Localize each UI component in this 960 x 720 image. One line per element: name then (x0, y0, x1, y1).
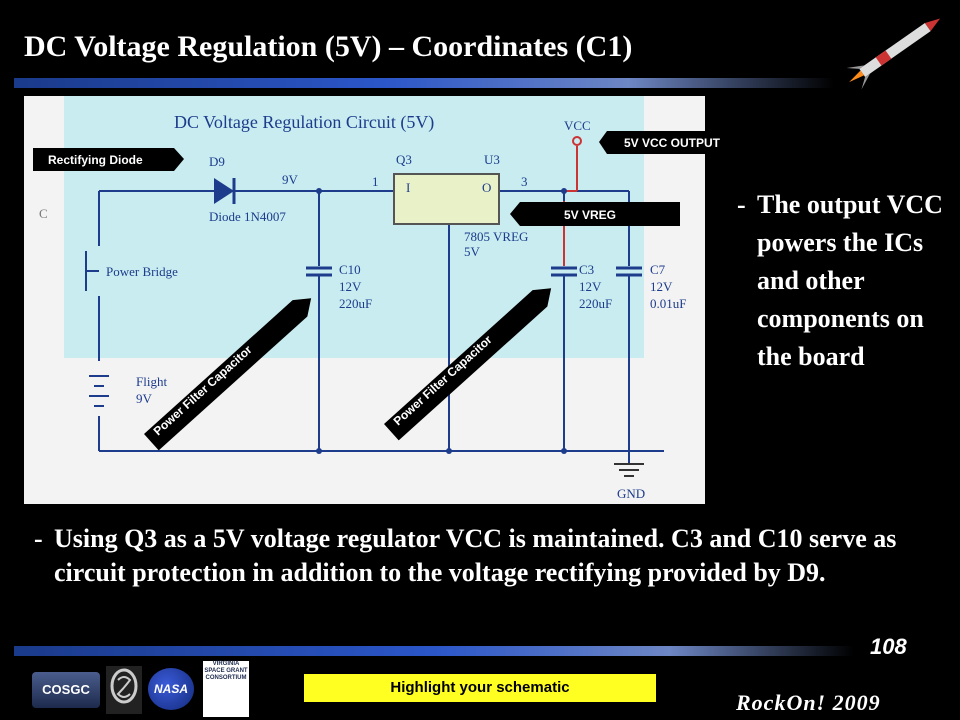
bottom-bullet-dash: - (34, 524, 43, 553)
label-pin-i: I (406, 180, 410, 195)
bottom-divider-bar (14, 646, 854, 656)
callout-rectifying-diode: Rectifying Diode (48, 153, 143, 167)
cosgc-logo: COSGC (32, 672, 100, 708)
right-bullet: - The output VCC powers the ICs and othe… (737, 186, 952, 376)
bottom-bullet-text: Using Q3 as a 5V voltage regulator VCC i… (54, 524, 897, 587)
page-number: 108 (870, 634, 907, 659)
schematic-heading: DC Voltage Regulation Circuit (5V) (174, 112, 434, 133)
label-c3-val: 220uF (579, 296, 612, 311)
callout-vcc-output: 5V VCC OUTPUT (624, 136, 721, 150)
label-c10-name: C10 (339, 262, 361, 277)
virginia-space-grant-logo: VIRGINIA SPACE GRANT CONSORTIUM (203, 661, 249, 717)
label-q3: Q3 (396, 152, 412, 167)
label-pin-o: O (482, 180, 491, 195)
label-c10-v: 12V (339, 279, 362, 294)
label-vcc: VCC (564, 118, 591, 133)
label-power-bridge: Power Bridge (106, 264, 178, 279)
right-bullet-dash: - (737, 190, 746, 219)
right-bullet-text: The output VCC powers the ICs and other … (757, 190, 943, 371)
label-c7-val: 0.01uF (650, 296, 686, 311)
label-c3-name: C3 (579, 262, 594, 277)
label-c7-name: C7 (650, 262, 666, 277)
label-c3-v: 12V (579, 279, 602, 294)
label-side-c: C (39, 206, 48, 221)
label-c7-v: 12V (650, 279, 673, 294)
label-reg-v: 5V (464, 244, 481, 259)
label-pin3: 3 (521, 174, 528, 189)
rocket-icon (846, 18, 941, 90)
nasa-logo: NASA (148, 668, 194, 710)
label-diode: Diode 1N4007 (209, 209, 286, 224)
label-c10-val: 220uF (339, 296, 372, 311)
schematic-image: DC Voltage Regulation Circuit (5V) D9 Di… (24, 96, 769, 504)
label-flight: Flight (136, 374, 167, 389)
label-u3: U3 (484, 152, 500, 167)
label-pin1: 1 (372, 174, 379, 189)
label-flight-v: 9V (136, 391, 153, 406)
label-d9: D9 (209, 154, 225, 169)
callout-vreg: 5V VREG (564, 208, 616, 222)
schematic-drawing: DC Voltage Regulation Circuit (5V) D9 Di… (24, 96, 769, 504)
label-reg: 7805 VREG (464, 229, 528, 244)
label-9v: 9V (282, 172, 299, 187)
label-gnd: GND (617, 486, 645, 501)
bottom-bullet: - Using Q3 as a 5V voltage regulator VCC… (34, 522, 934, 590)
slide-title: DC Voltage Regulation (5V) – Coordinates… (24, 30, 633, 63)
nsgc-logo (106, 666, 142, 714)
top-divider-bar (14, 78, 834, 88)
footer-brand: RockOn! 2009 (736, 690, 881, 715)
highlight-schematic-button[interactable]: Highlight your schematic (304, 674, 656, 702)
